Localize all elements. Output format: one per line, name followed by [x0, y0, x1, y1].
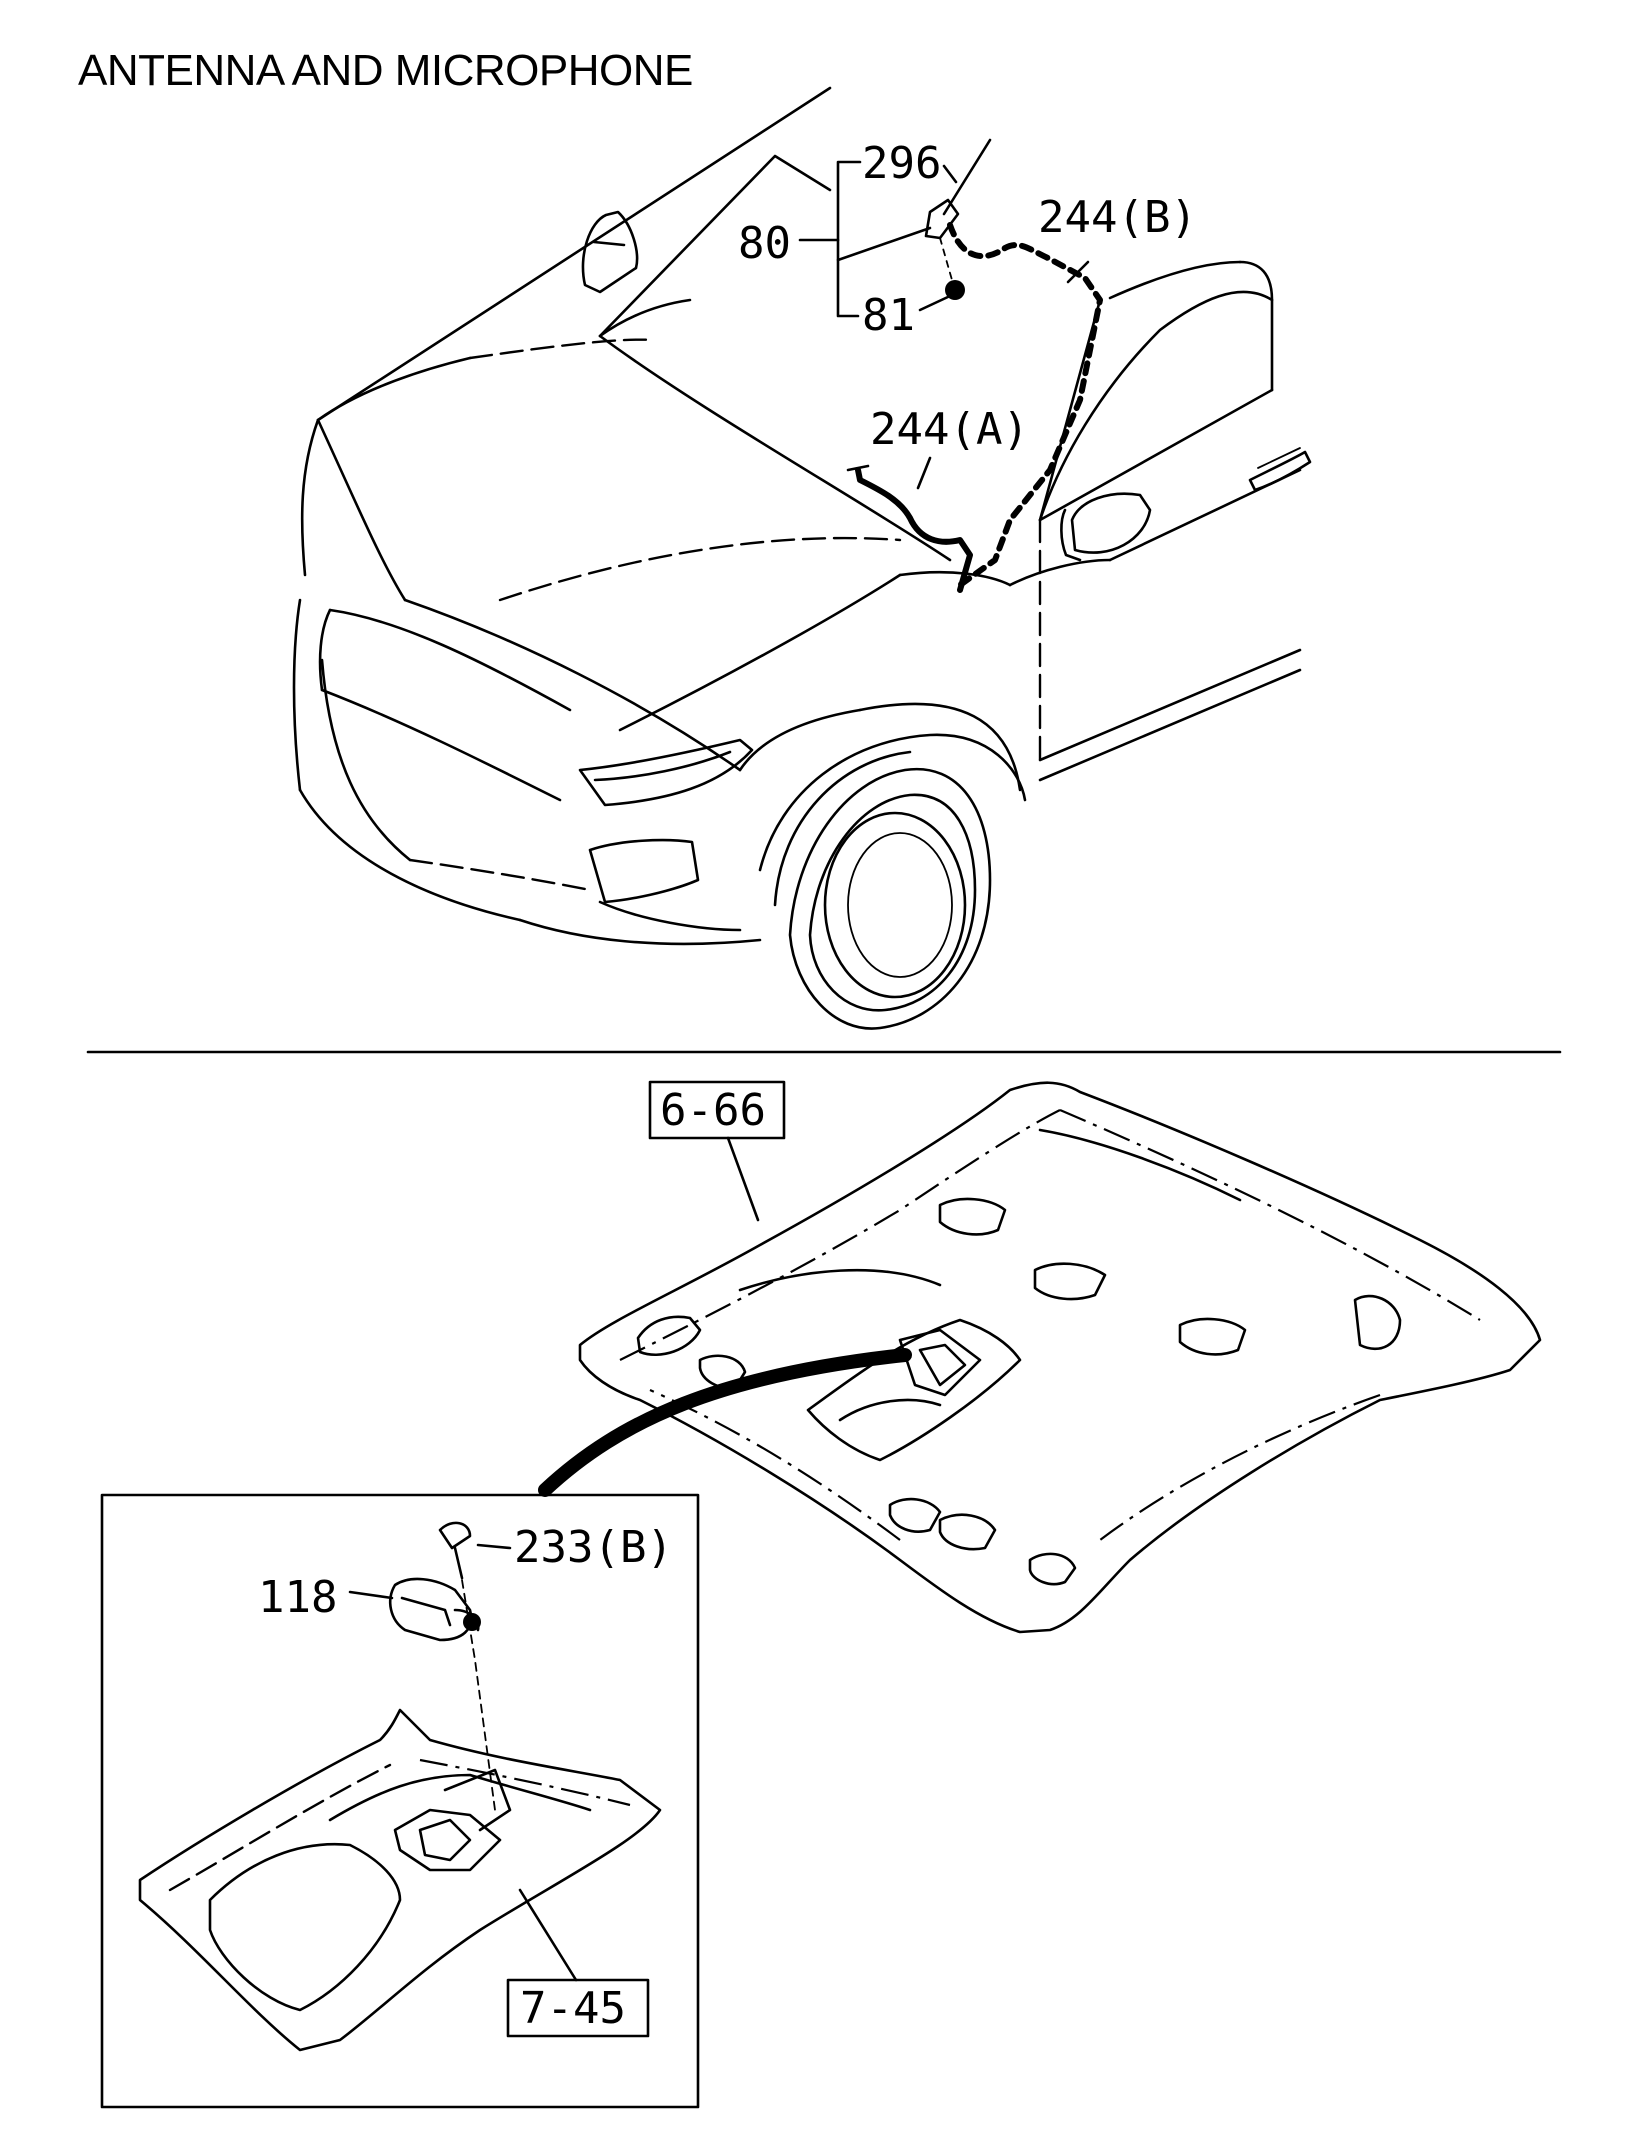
detail-inset [100, 1493, 700, 2109]
callout-118: 118 [258, 1572, 337, 1623]
callout-80: 80 [738, 218, 791, 269]
callout-233b: 233(B) [514, 1522, 673, 1573]
ref-label-6-66: 6-66 [660, 1085, 766, 1136]
diagram-title: ANTENNA AND MICROPHONE [78, 46, 693, 95]
ref-box-7-45: 7-45 [506, 1888, 650, 2038]
antenna-assembly [846, 138, 1103, 593]
vehicle-illustration [292, 86, 1312, 1030]
callout-244b: 244(B) [1038, 192, 1197, 243]
callout-296: 296 [862, 138, 941, 189]
headlining-illustration [538, 1081, 1542, 1634]
detail-arrow [538, 1348, 912, 1497]
ref-label-7-45: 7-45 [520, 1983, 626, 2034]
callout-81: 81 [862, 290, 915, 341]
antenna-cable-a [855, 467, 973, 593]
callout-244a: 244(A) [870, 404, 1029, 455]
antenna-cable-b [947, 222, 1103, 588]
antenna-rod [942, 138, 992, 216]
top-callouts: 296 80 81 244(B) 244(A) [738, 138, 1197, 490]
bracket-80 [836, 160, 862, 318]
detail-callouts: 118 233(B) [258, 1522, 673, 1623]
ref-box-6-66: 6-66 [648, 1080, 786, 1222]
